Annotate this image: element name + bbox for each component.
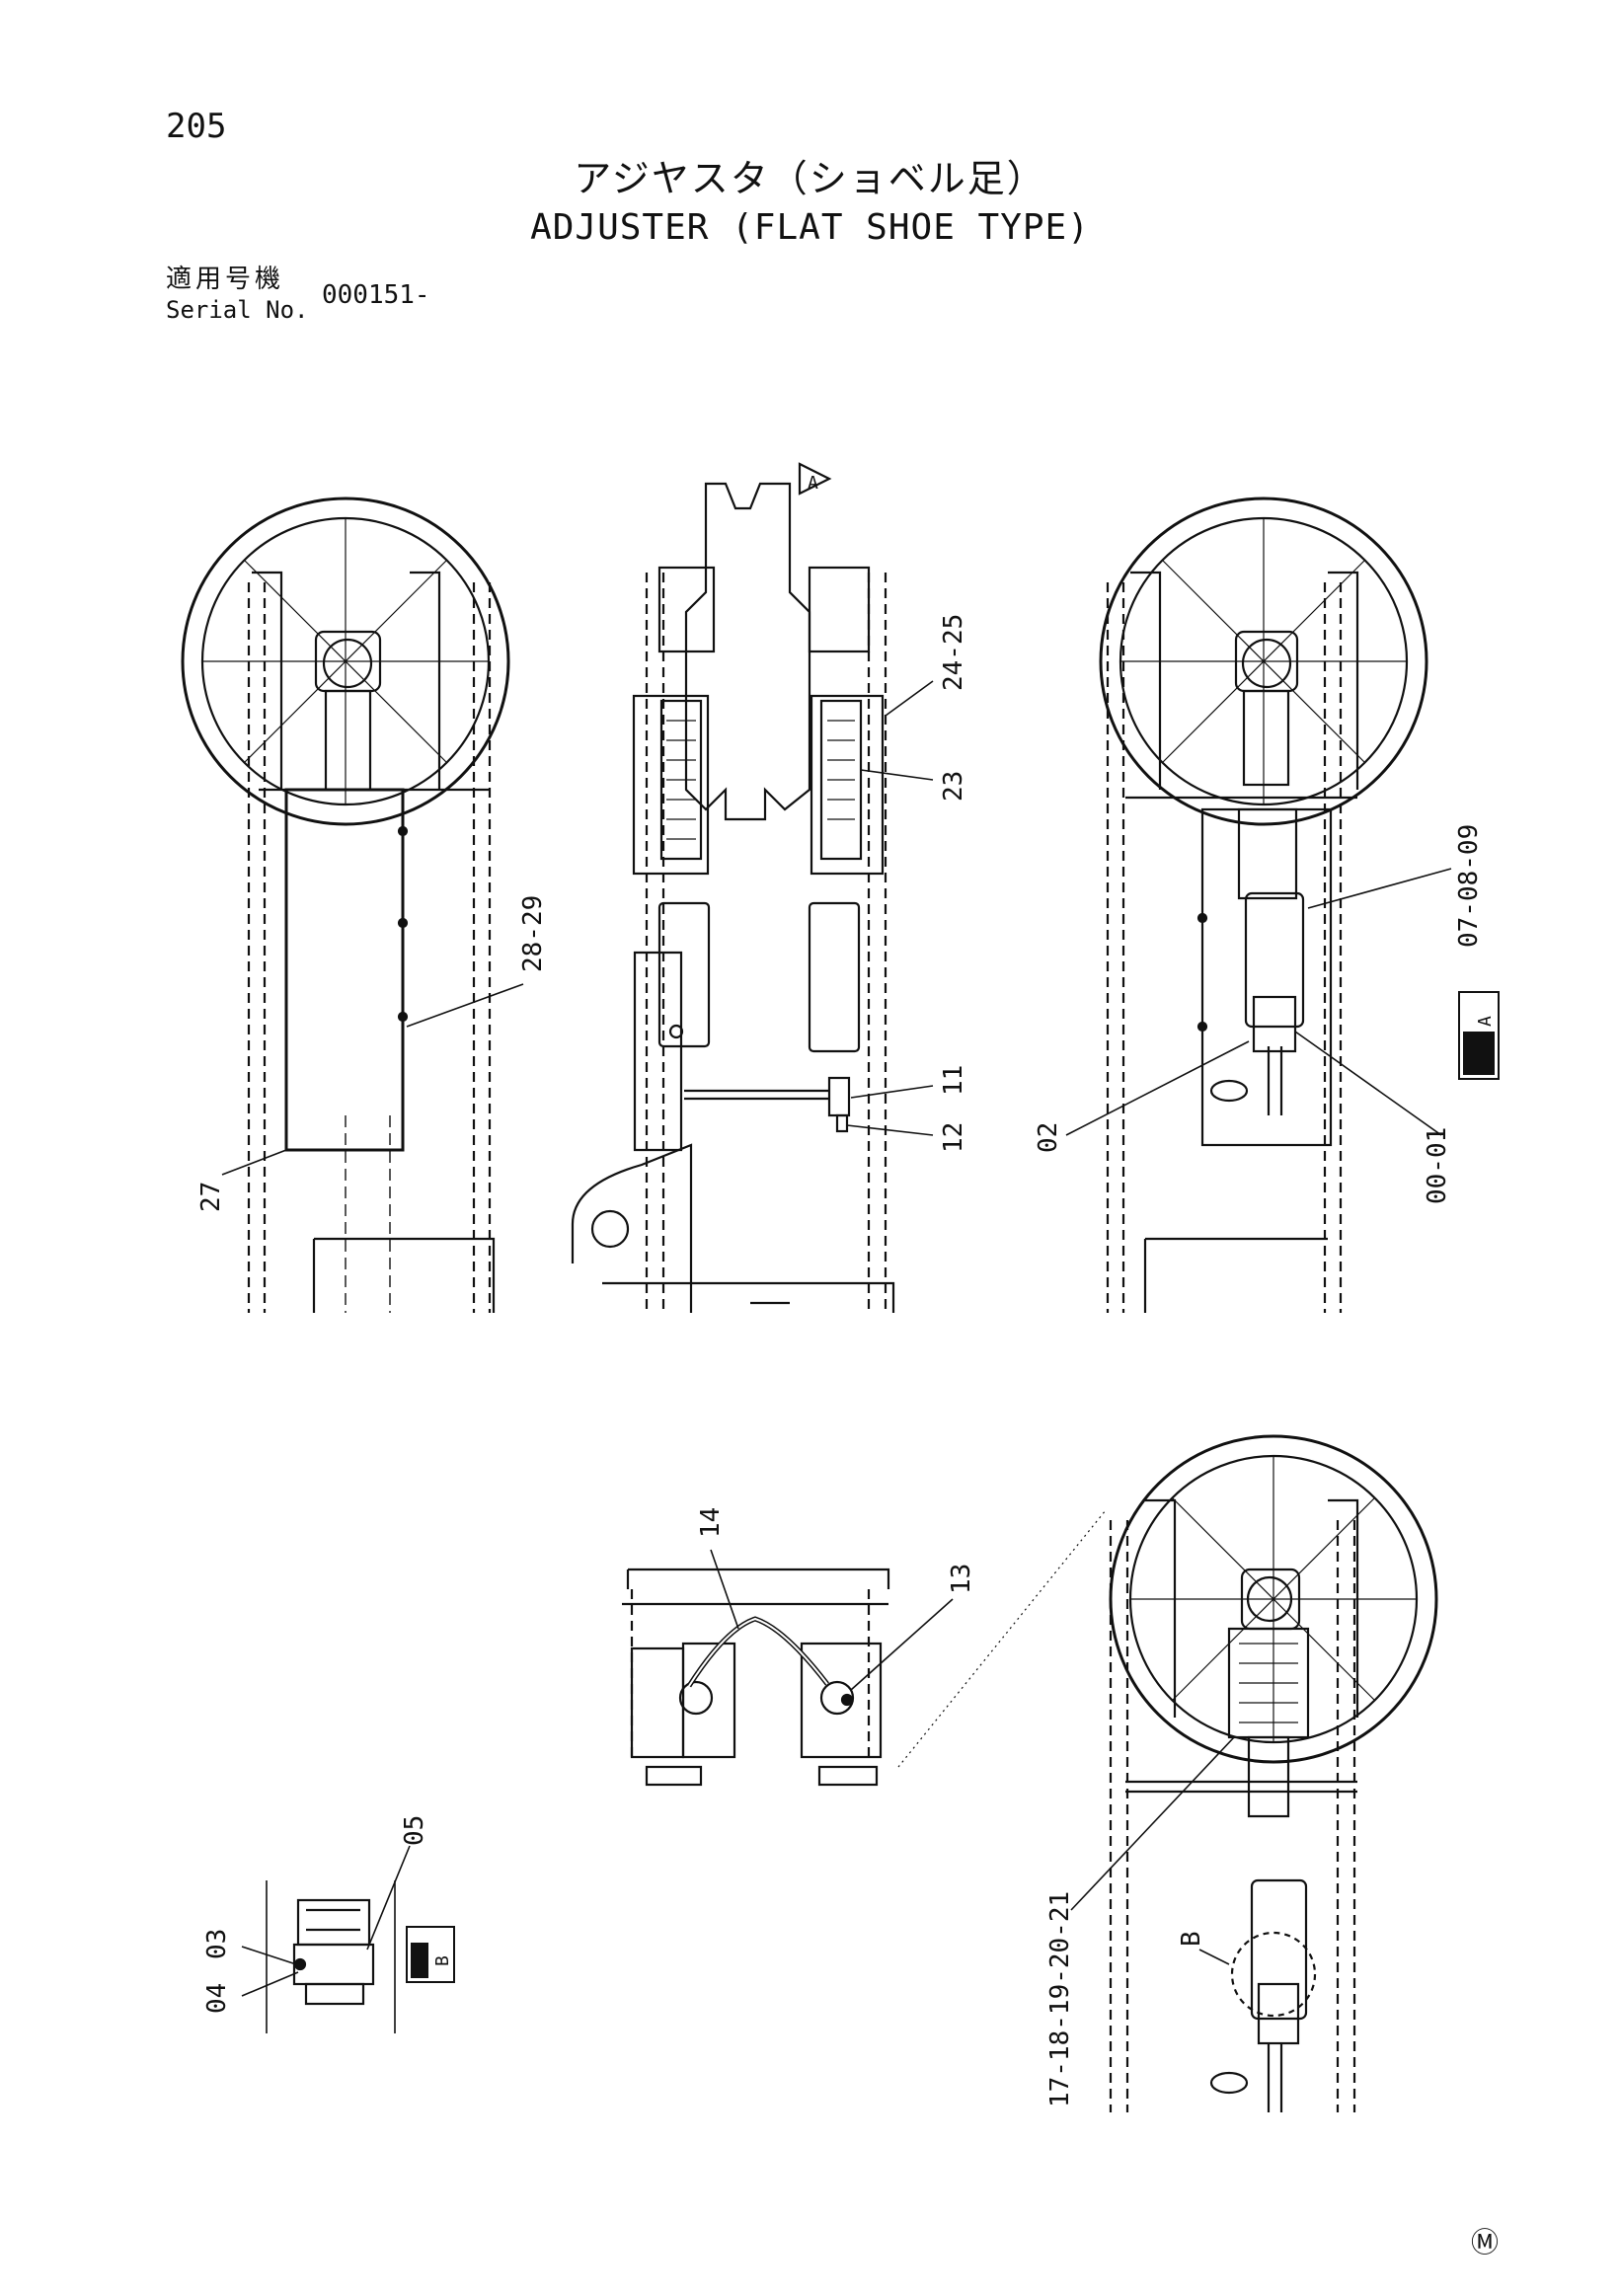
hose-view <box>622 1509 1107 1787</box>
callout-11: 11 <box>939 1065 968 1096</box>
callout-24-25: 24-25 <box>939 614 968 691</box>
page-number: 205 <box>166 107 227 146</box>
callout-14: 14 <box>696 1507 726 1538</box>
center-view <box>571 462 934 1313</box>
callout-07-08-09: 07-08-09 <box>1454 824 1484 948</box>
section-a-box <box>1458 991 1500 1080</box>
callout-13: 13 <box>947 1564 976 1594</box>
callout-28-29: 28-29 <box>518 895 548 972</box>
callout-05: 05 <box>400 1815 429 1846</box>
callout-03: 03 <box>202 1929 232 1959</box>
serial-label-jp: 適用号機 <box>166 265 285 294</box>
detail-b-label: B <box>432 1955 453 1966</box>
callout-02: 02 <box>1034 1122 1063 1153</box>
callout-00-01: 00-01 <box>1423 1127 1452 1204</box>
title-japanese: アジヤスタ（ショベル足） <box>574 157 1046 200</box>
callout-17-18-19-20-21: 17-18-19-20-21 <box>1045 1891 1075 2107</box>
serial-value: 000151- <box>322 280 430 310</box>
callout-12: 12 <box>939 1122 968 1153</box>
corner-mark: Ⓜ <box>1471 2226 1500 2258</box>
detail-b-view <box>241 1845 455 2033</box>
left-view <box>181 497 524 1313</box>
bottom-right-view <box>1070 1434 1438 2112</box>
callout-27: 27 <box>196 1182 226 1212</box>
callout-b: B <box>1177 1931 1206 1947</box>
callout-23: 23 <box>939 771 968 802</box>
callout-04: 04 <box>202 1983 232 2014</box>
right-view <box>1065 497 1452 1313</box>
view-arrow-a-label: A <box>808 473 818 494</box>
title-english: ADJUSTER (FLAT SHOE TYPE) <box>530 207 1090 248</box>
serial-label-en: Serial No. <box>166 296 309 324</box>
section-a-label: A <box>1475 1016 1496 1027</box>
